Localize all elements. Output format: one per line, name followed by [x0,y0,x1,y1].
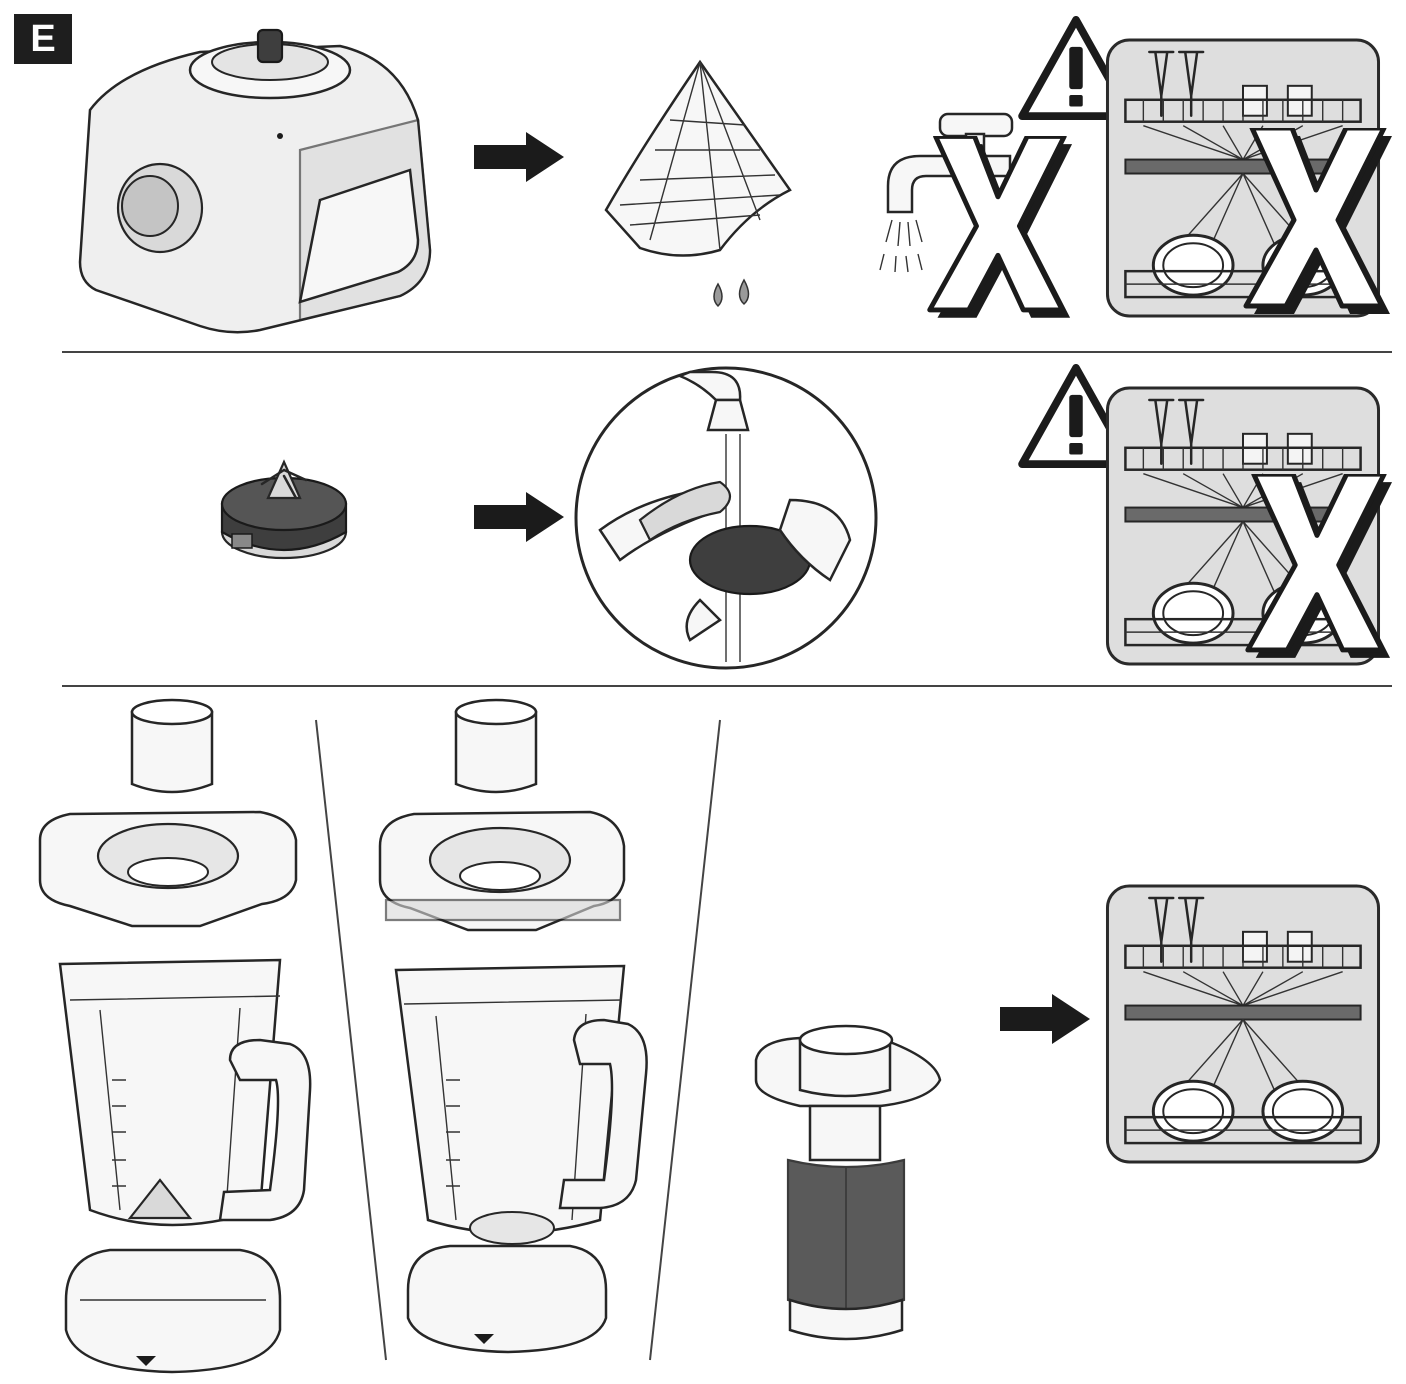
figure-label-badge: E [14,14,72,64]
tamper-illustration [754,1024,942,1341]
jug-exploded-illustration [378,698,648,1354]
damp-cloth-illustration [604,59,792,308]
right-arrow-icon [1000,994,1090,1044]
rinse-with-brush-illustration [574,366,878,670]
column-divider-1 [315,719,387,1361]
right-arrow-icon [474,492,564,542]
motor-base-illustration [78,28,432,334]
jug-assembled-illustration [38,698,312,1374]
right-arrow-icon [474,132,564,182]
column-divider-2 [649,719,721,1361]
dishwasher-icon [1105,884,1381,1164]
blade-unit-illustration [220,459,348,560]
